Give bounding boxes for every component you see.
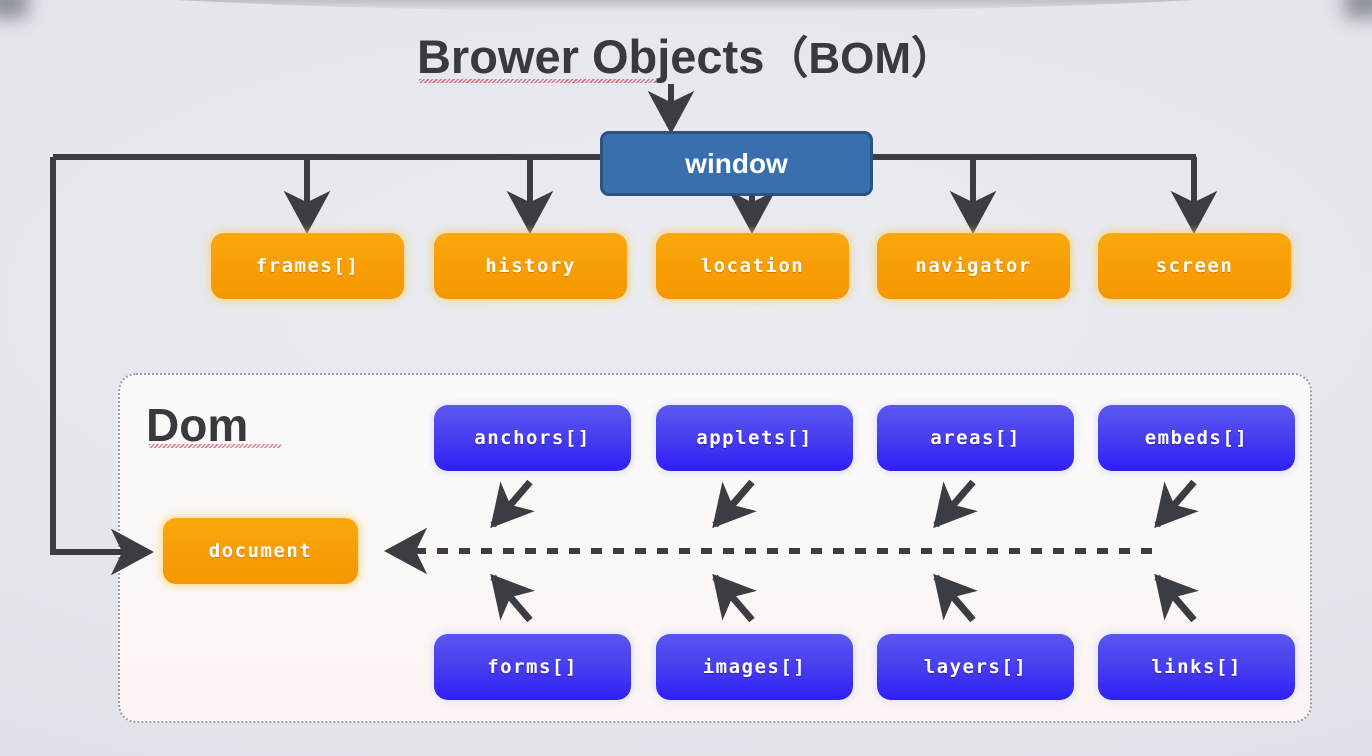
node-images[interactable]: images[]	[656, 634, 853, 700]
node-links[interactable]: links[]	[1098, 634, 1295, 700]
node-embeds-label: embeds[]	[1144, 427, 1249, 449]
slide-corner-shade-right	[1344, 0, 1372, 18]
node-frames[interactable]: frames[]	[211, 233, 404, 299]
node-history[interactable]: history	[434, 233, 627, 299]
node-anchors-label: anchors[]	[474, 427, 591, 449]
node-navigator[interactable]: navigator	[877, 233, 1070, 299]
dom-panel-label: Dom	[146, 399, 282, 451]
node-forms-label: forms[]	[487, 656, 578, 678]
node-areas[interactable]: areas[]	[877, 405, 1074, 471]
node-screen[interactable]: screen	[1098, 233, 1291, 299]
node-window-label: window	[685, 147, 788, 179]
node-anchors[interactable]: anchors[]	[434, 405, 631, 471]
node-embeds[interactable]: embeds[]	[1098, 405, 1295, 471]
node-navigator-label: navigator	[915, 255, 1032, 277]
page-title: Brower Objects（BOM）	[0, 22, 1372, 86]
slide-corner-shade-left	[0, 0, 28, 18]
node-location-label: location	[700, 255, 805, 277]
node-location[interactable]: location	[656, 233, 849, 299]
node-document-label: document	[208, 540, 313, 562]
node-screen-label: screen	[1155, 255, 1234, 277]
node-layers[interactable]: layers[]	[877, 634, 1074, 700]
node-history-label: history	[485, 255, 576, 277]
page-title-parenthetical: （BOM）	[764, 34, 956, 83]
slide-top-edge-band	[0, 0, 1372, 12]
node-document[interactable]: document	[163, 518, 358, 584]
node-images-label: images[]	[702, 656, 807, 678]
page-title-main: Brower Objects	[416, 30, 765, 83]
node-window[interactable]: window	[600, 131, 873, 196]
node-applets-label: applets[]	[696, 427, 813, 449]
node-layers-label: layers[]	[923, 656, 1028, 678]
node-areas-label: areas[]	[930, 427, 1021, 449]
node-links-label: links[]	[1151, 656, 1242, 678]
node-frames-label: frames[]	[255, 255, 360, 277]
node-forms[interactable]: forms[]	[434, 634, 631, 700]
node-applets[interactable]: applets[]	[656, 405, 853, 471]
